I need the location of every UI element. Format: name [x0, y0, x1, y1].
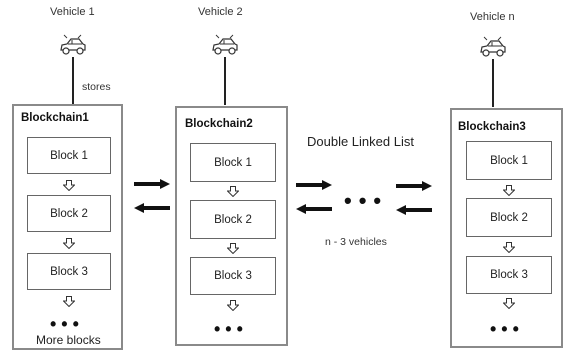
left-arrow-icon	[396, 205, 432, 215]
left-arrow-icon	[296, 204, 332, 214]
middle-dots: •••	[344, 188, 389, 213]
down-arrow-icon	[227, 243, 239, 254]
blockchain-1-more-dots: •••	[50, 314, 84, 334]
blockchain-1-block-1: Block 1	[27, 137, 111, 174]
blockchain-2-block-3: Block 3	[190, 257, 276, 295]
blockchain-2-more-dots: •••	[214, 319, 248, 339]
blockchain-1-block-3: Block 3	[27, 253, 111, 290]
down-arrow-icon	[227, 300, 239, 311]
vehicle-1-label: Vehicle 1	[50, 6, 95, 18]
vehicle-n-label: Vehicle n	[470, 11, 515, 23]
car-icon	[478, 36, 508, 60]
down-arrow-icon	[503, 298, 515, 309]
vehicle-2-link	[224, 57, 226, 105]
down-arrow-icon	[227, 186, 239, 197]
car-icon	[58, 34, 88, 58]
n-minus-3-vehicles-label: n - 3 vehicles	[325, 236, 387, 248]
vehicle-2-label: Vehicle 2	[198, 6, 243, 18]
right-arrow-icon	[134, 179, 170, 189]
down-arrow-icon	[63, 238, 75, 249]
double-linked-list-label: Double Linked List	[307, 134, 414, 149]
left-arrow-icon	[134, 203, 170, 213]
down-arrow-icon	[63, 180, 75, 191]
down-arrow-icon	[503, 185, 515, 196]
blockchain-3-block-3: Block 3	[466, 256, 552, 294]
blockchain-3-block-2: Block 2	[466, 198, 552, 237]
vehicle-1-link	[72, 57, 74, 105]
blockchain-2-block-1: Block 1	[190, 143, 276, 182]
blockchain-3-block-1: Block 1	[466, 141, 552, 180]
down-arrow-icon	[63, 296, 75, 307]
blockchain-1-title: Blockchain1	[21, 112, 89, 124]
down-arrow-icon	[503, 242, 515, 253]
blockchain-2-title: Blockchain2	[185, 118, 253, 130]
vehicle-n-link	[492, 59, 494, 107]
right-arrow-icon	[296, 180, 332, 190]
blockchain-3-title: Blockchain3	[458, 121, 526, 133]
right-arrow-icon	[396, 181, 432, 191]
blockchain-1-block-2: Block 2	[27, 195, 111, 232]
more-blocks-label: More blocks	[36, 333, 101, 347]
stores-label: stores	[82, 81, 111, 93]
blockchain-2-block-2: Block 2	[190, 200, 276, 239]
blockchain-3-more-dots: •••	[490, 319, 524, 339]
car-icon	[210, 34, 240, 58]
